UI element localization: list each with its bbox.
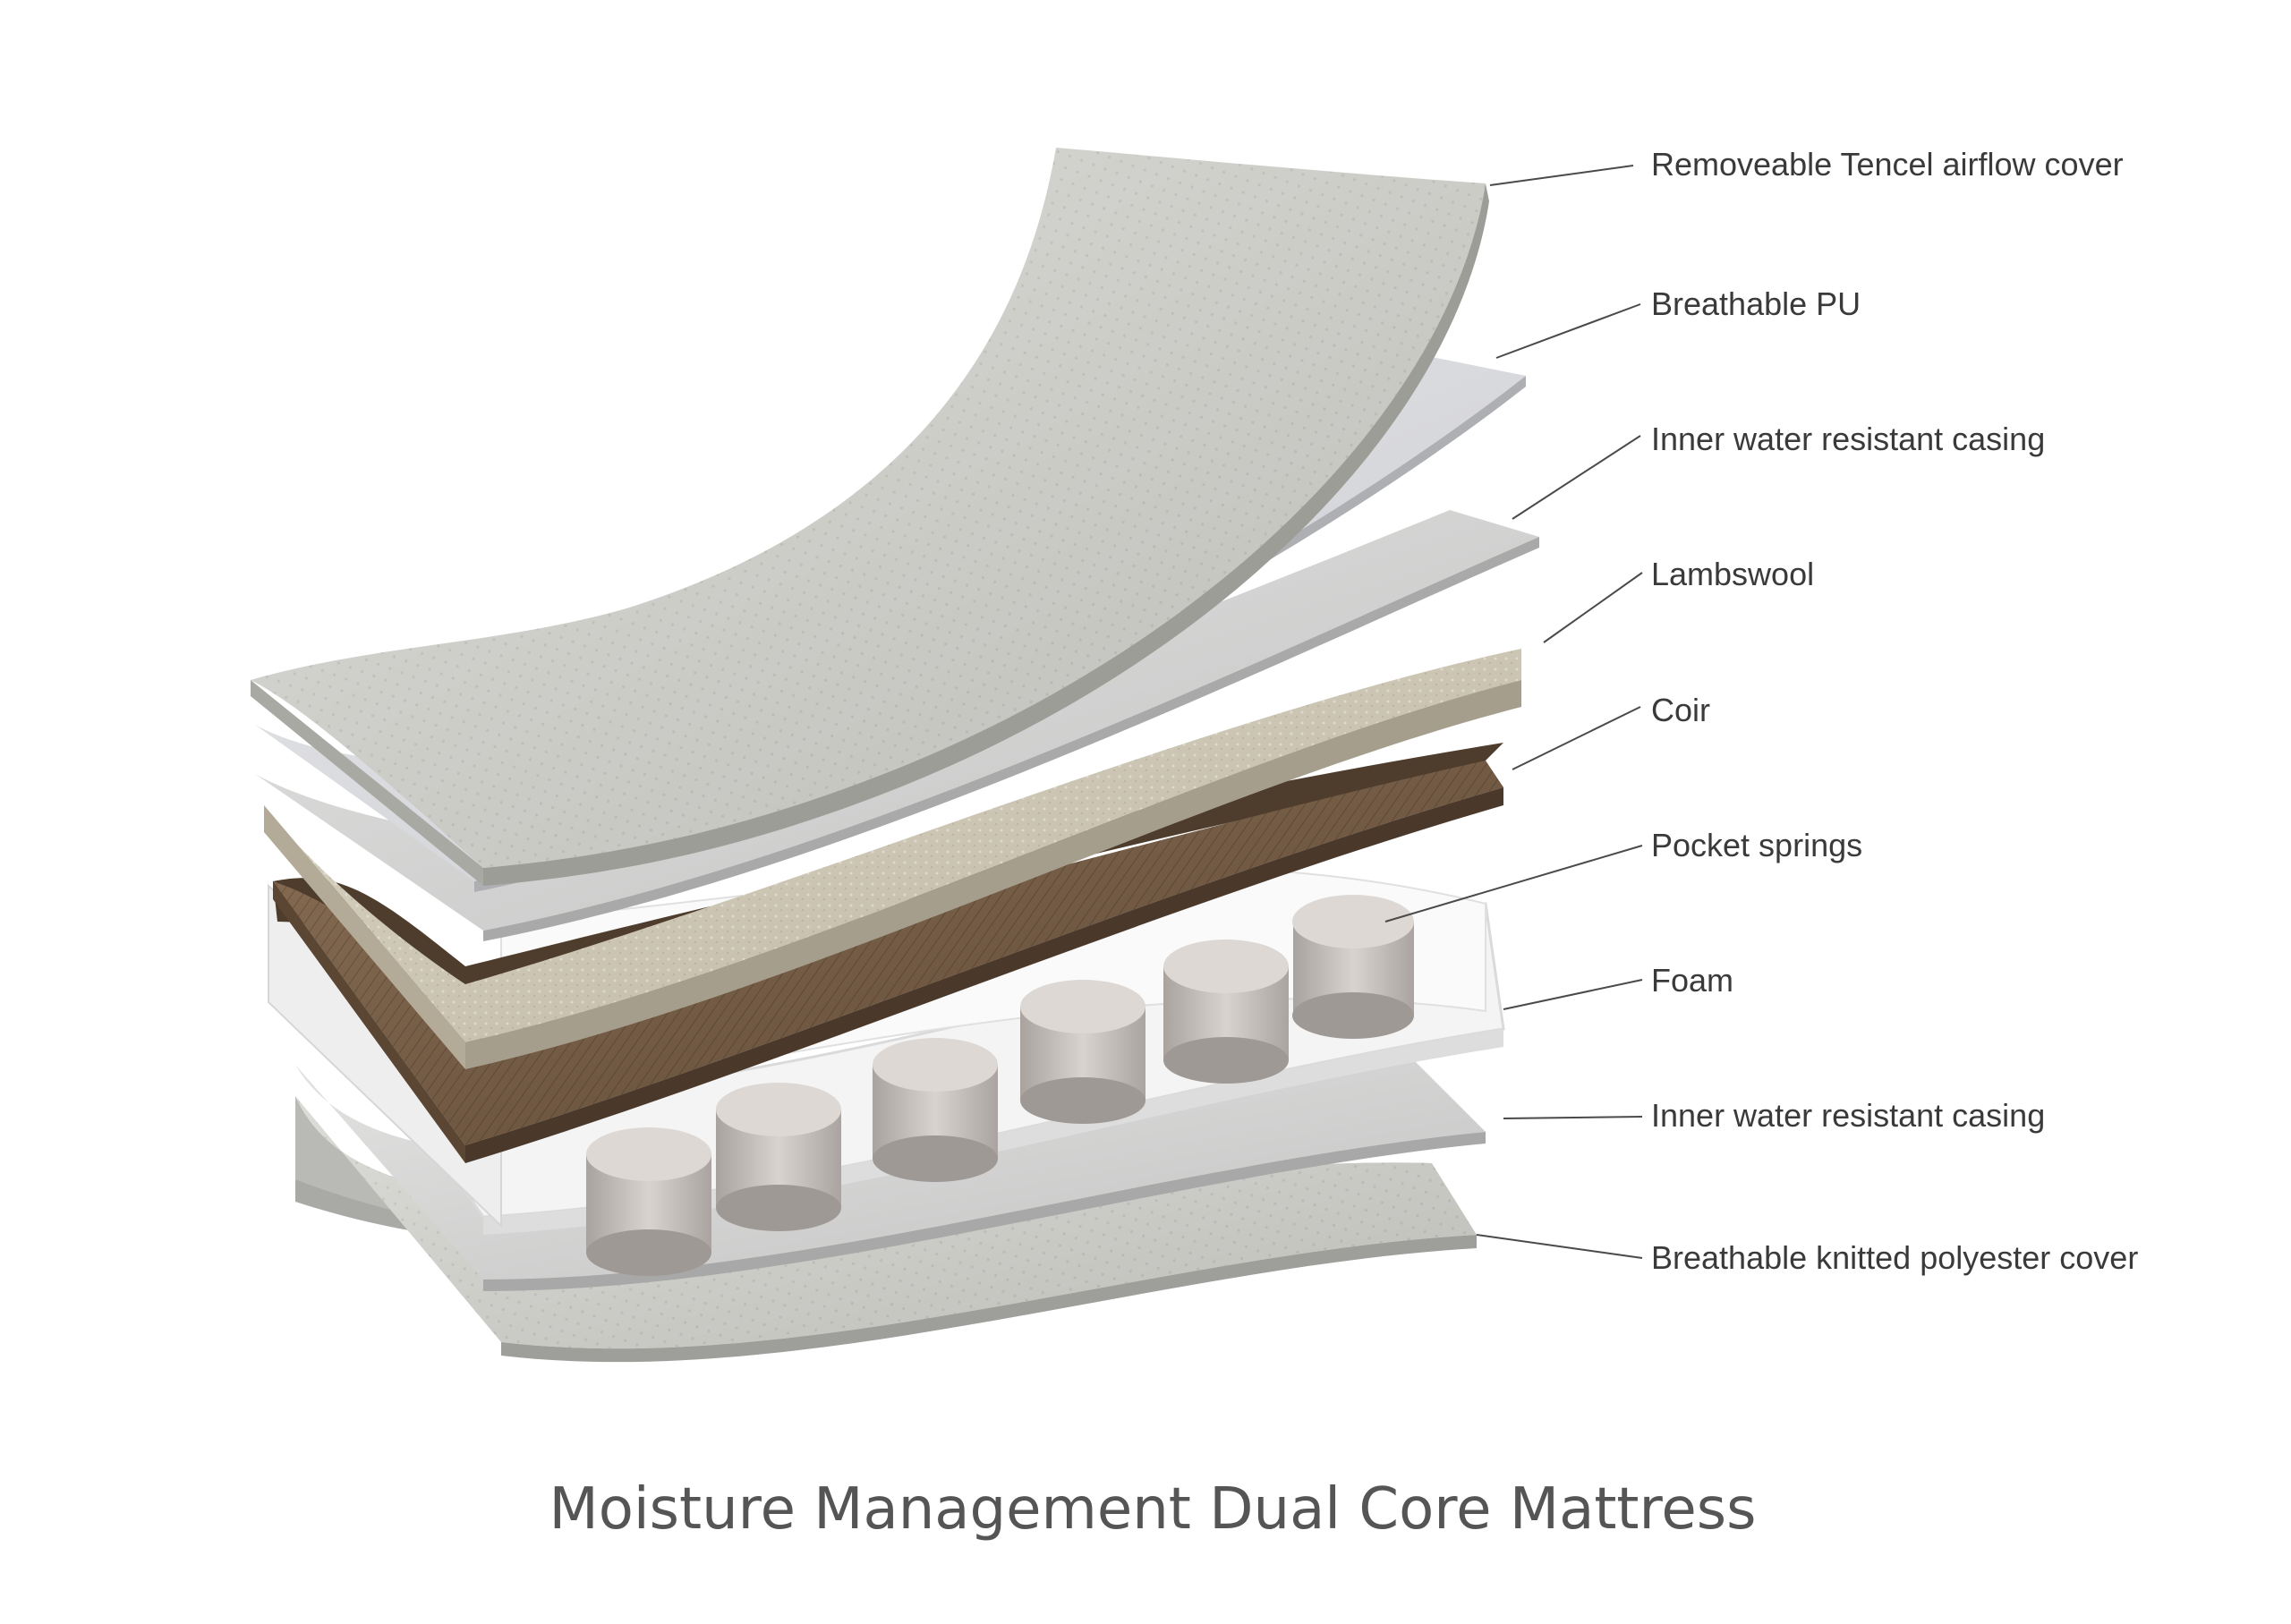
leader-coir: [1512, 706, 1641, 770]
callout-labels: Removeable Tencel airflow cover Breathab…: [1651, 146, 2138, 1276]
label-tencel-cover: Removeable Tencel airflow cover: [1651, 146, 2124, 183]
label-foam: Foam: [1651, 962, 1733, 999]
tencel-cover-layer: [251, 148, 1489, 886]
label-knitted-cover: Breathable knitted polyester cover: [1651, 1239, 2138, 1276]
label-inner-casing-bottom: Inner water resistant casing: [1651, 1097, 2045, 1134]
pocket-spring: [1292, 895, 1414, 1039]
pocket-springs-group: [586, 895, 1414, 1276]
leader-foam: [1503, 979, 1643, 1010]
label-breathable-pu: Breathable PU: [1651, 285, 1861, 322]
pocket-spring: [586, 1127, 711, 1276]
leader-pocket-springs: [1384, 845, 1643, 923]
pocket-spring: [716, 1083, 841, 1231]
leader-tencel: [1489, 165, 1634, 186]
leader-lines: [1384, 165, 1643, 1259]
label-pocket-springs: Pocket springs: [1651, 827, 1862, 863]
label-coir: Coir: [1651, 692, 1710, 728]
leader-knitted-cover: [1476, 1234, 1643, 1259]
lambswool-layer: [264, 649, 1521, 1069]
leader-lambswool: [1543, 572, 1643, 643]
pocket-spring: [1020, 980, 1146, 1124]
leader-pu: [1495, 303, 1641, 359]
label-lambswool: Lambswool: [1651, 556, 1814, 592]
pocket-spring: [873, 1038, 998, 1182]
label-inner-casing-top: Inner water resistant casing: [1651, 421, 2045, 457]
leader-casing-top: [1512, 435, 1641, 520]
coir-layer: [273, 743, 1503, 1163]
leader-casing-bottom: [1503, 1116, 1643, 1119]
diagram-caption: Moisture Management Dual Core Mattress: [549, 1476, 1757, 1543]
pocket-spring: [1163, 940, 1289, 1084]
